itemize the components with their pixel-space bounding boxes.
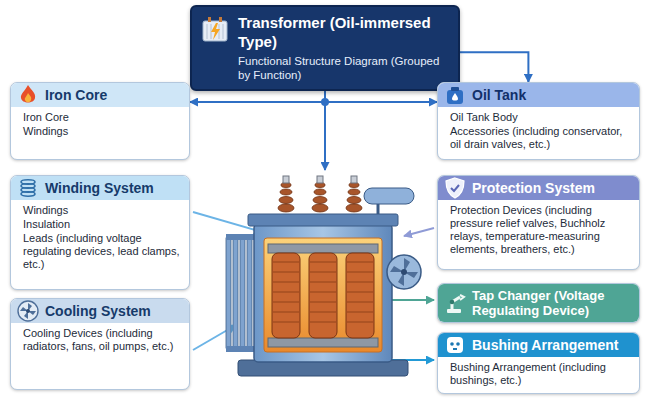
item-text: Leads (including voltage regulating devi… bbox=[23, 232, 181, 271]
item-text: Insulation bbox=[23, 218, 181, 231]
transformer-drawing bbox=[226, 176, 421, 376]
group-header: Bushing Arrangement bbox=[438, 333, 639, 357]
item-text: Iron Core bbox=[23, 111, 181, 124]
item-text: Protection Devices (including pressure r… bbox=[450, 204, 631, 256]
title-box: Transformer (Oil-immersed Type) Functiona… bbox=[190, 5, 460, 91]
group-header: Winding System bbox=[11, 176, 189, 200]
item-text: Cooling Devices (including radiators, fa… bbox=[23, 327, 181, 353]
group-box: Protection SystemProtection Devices (inc… bbox=[437, 175, 640, 270]
connector-arrow bbox=[460, 52, 528, 82]
group-box: Bushing ArrangementBushing Arrangement (… bbox=[437, 332, 640, 394]
group-header: Oil Tank bbox=[438, 83, 639, 107]
connector-arrow bbox=[325, 91, 437, 102]
leader-line bbox=[392, 299, 434, 301]
plug-icon bbox=[444, 334, 466, 356]
group-box: Winding SystemWindingsInsulationLeads (i… bbox=[10, 175, 190, 290]
bolt-icon bbox=[200, 15, 230, 45]
group-title: Iron Core bbox=[45, 87, 183, 103]
group-body: Cooling Devices (including radiators, fa… bbox=[11, 323, 189, 359]
group-title: Protection System bbox=[472, 180, 633, 196]
title-text: Transformer (Oil-immersed Type) bbox=[238, 13, 448, 51]
group-header: Protection System bbox=[438, 176, 639, 200]
fan-icon bbox=[17, 300, 39, 322]
group-title: Oil Tank bbox=[472, 87, 633, 103]
group-body: WindingsInsulationLeads (including volta… bbox=[11, 200, 189, 277]
group-title: Tap Changer (Voltage Regulating Device) bbox=[472, 288, 633, 318]
group-body: Bushing Arrangement (including bushings,… bbox=[438, 357, 639, 393]
can-icon bbox=[444, 84, 466, 106]
item-text: Windings bbox=[23, 204, 181, 217]
item-text: Oil Tank Body bbox=[450, 111, 631, 124]
leader-line bbox=[324, 103, 326, 170]
group-body: Iron CoreWindings bbox=[11, 107, 189, 144]
group-box: Tap Changer (Voltage Regulating Device) bbox=[437, 283, 640, 323]
group-title: Cooling System bbox=[45, 303, 183, 319]
item-text: Bushing Arrangement (including bushings,… bbox=[450, 361, 631, 387]
group-box: Iron CoreIron CoreWindings bbox=[10, 82, 190, 160]
coil-icon bbox=[17, 177, 39, 199]
shield-icon bbox=[444, 177, 466, 199]
group-box: Cooling SystemCooling Devices (including… bbox=[10, 298, 190, 390]
subtitle-text: Functional Structure Diagram (Grouped by… bbox=[238, 54, 448, 82]
group-body: Oil Tank BodyAccessories (including cons… bbox=[438, 107, 639, 157]
group-box: Oil TankOil Tank BodyAccessories (includ… bbox=[437, 82, 640, 160]
group-header: Iron Core bbox=[11, 83, 189, 107]
group-header: Cooling System bbox=[11, 299, 189, 323]
arm-icon bbox=[444, 292, 466, 314]
group-title: Winding System bbox=[45, 180, 183, 196]
group-body: Protection Devices (including pressure r… bbox=[438, 200, 639, 262]
item-text: Windings bbox=[23, 125, 181, 138]
leader-line bbox=[404, 228, 434, 236]
item-text: Accessories (including conservator, oil … bbox=[450, 125, 631, 151]
group-header: Tap Changer (Voltage Regulating Device) bbox=[438, 284, 639, 322]
connector-arrow bbox=[190, 91, 325, 102]
flame-icon bbox=[17, 84, 39, 106]
group-title: Bushing Arrangement bbox=[472, 337, 633, 353]
